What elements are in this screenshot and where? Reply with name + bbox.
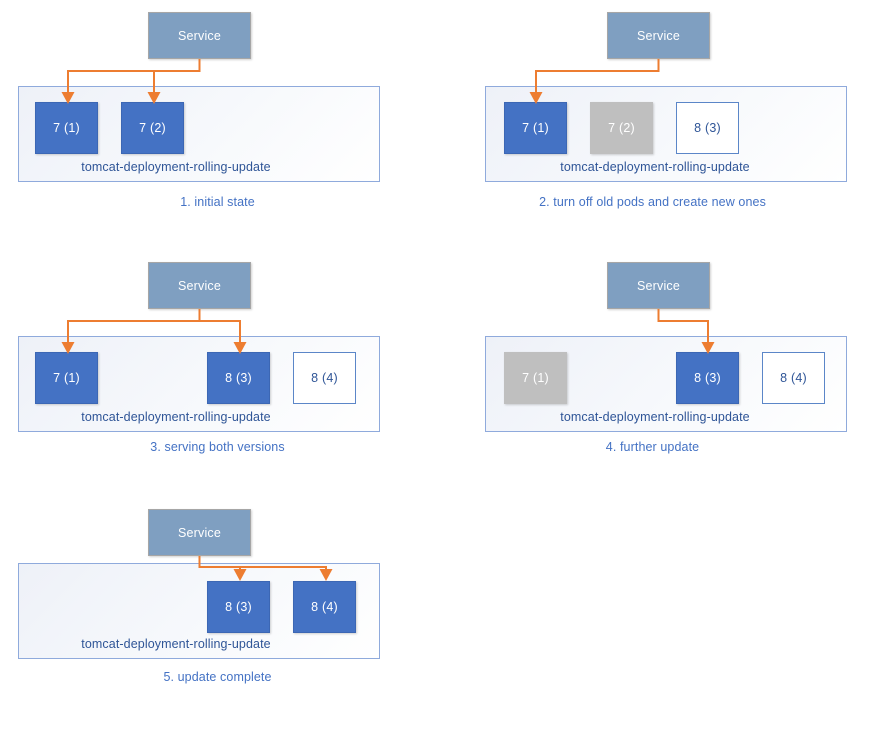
pod-7-1: 7 (1) (504, 102, 567, 154)
panel-3-caption: 3. serving both versions (150, 440, 285, 454)
panel-5-caption: 5. update complete (163, 670, 272, 684)
pod-8-4-pending: 8 (4) (762, 352, 825, 404)
panel-1-initial-state: Service tomcat-deployment-rolling-update… (0, 0, 435, 240)
deployment-label: tomcat-deployment-rolling-update (560, 410, 750, 424)
pod-8-3-pending: 8 (3) (676, 102, 739, 154)
pod-8-4-pending: 8 (4) (293, 352, 356, 404)
panel-2-turn-off-old-pods: Service tomcat-deployment-rolling-update… (435, 0, 870, 240)
pod-7-2-terminating: 7 (2) (590, 102, 653, 154)
deployment-label: tomcat-deployment-rolling-update (81, 410, 271, 424)
deployment-label: tomcat-deployment-rolling-update (81, 637, 271, 651)
pod-8-3: 8 (3) (676, 352, 739, 404)
service-box: Service (607, 12, 710, 59)
service-box: Service (148, 262, 251, 309)
panel-4-further-update: Service tomcat-deployment-rolling-update… (435, 248, 870, 488)
rolling-update-diagram-page: { "diagram": { "title": "Kubernetes roll… (0, 0, 870, 684)
deployment-label: tomcat-deployment-rolling-update (81, 160, 271, 174)
panel-3-serving-both-versions: Service tomcat-deployment-rolling-update… (0, 248, 435, 488)
panel-5-update-complete: Service tomcat-deployment-rolling-update… (0, 493, 435, 733)
service-box: Service (148, 509, 251, 556)
panel-1-caption: 1. initial state (180, 195, 255, 209)
service-box: Service (607, 262, 710, 309)
pod-7-1: 7 (1) (35, 352, 98, 404)
pod-8-4: 8 (4) (293, 581, 356, 633)
pod-7-1: 7 (1) (35, 102, 98, 154)
deployment-label: tomcat-deployment-rolling-update (560, 160, 750, 174)
panel-4-caption: 4. further update (605, 440, 700, 454)
pod-8-3: 8 (3) (207, 581, 270, 633)
pod-7-2: 7 (2) (121, 102, 184, 154)
pod-7-1-terminating: 7 (1) (504, 352, 567, 404)
pod-8-3: 8 (3) (207, 352, 270, 404)
panel-2-caption: 2. turn off old pods and create new ones (539, 195, 766, 209)
service-box: Service (148, 12, 251, 59)
